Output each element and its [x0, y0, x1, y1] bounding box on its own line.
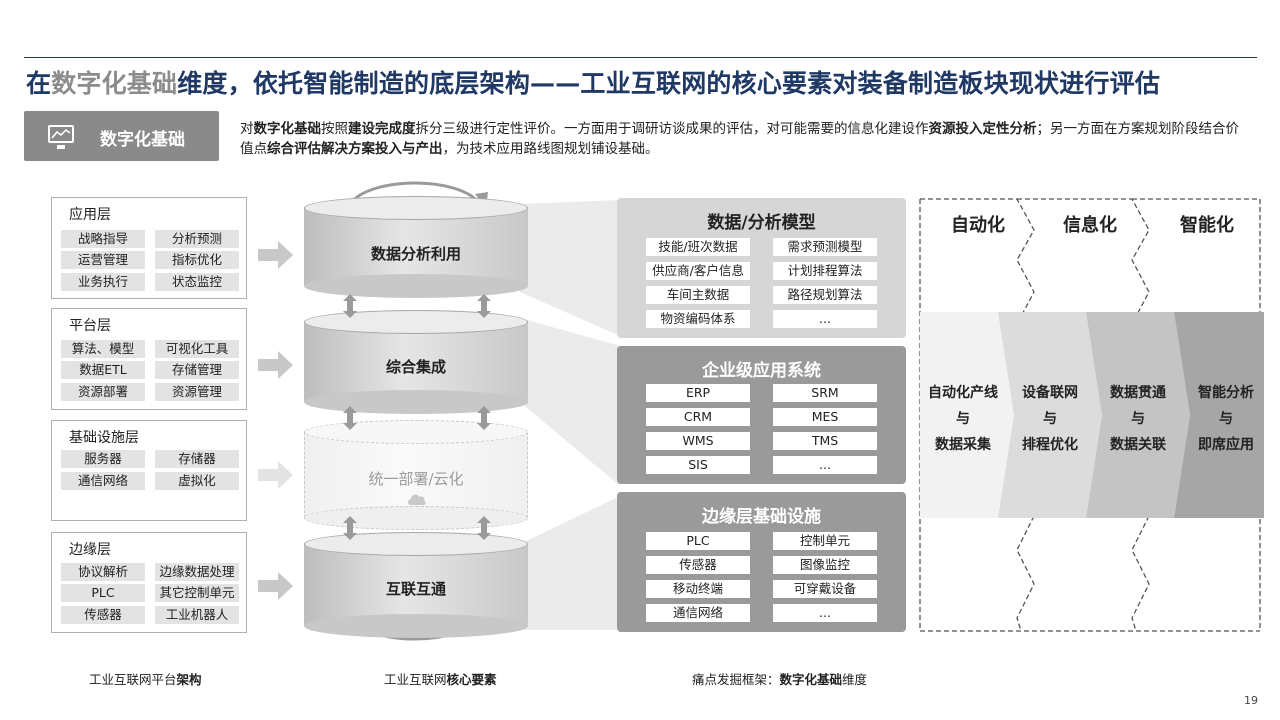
chevron-band: [920, 312, 1264, 518]
layer-item: 存储器: [155, 450, 239, 468]
layer-platform: 平台层 算法、模型 可视化工具 数据ETL 存储管理 资源部署 资源管理: [51, 308, 247, 410]
layer-item: 虚拟化: [155, 472, 239, 490]
cylinder-interconnect: 互联互通: [304, 532, 528, 638]
layer-item: 工业机器人: [155, 606, 239, 624]
layer-item: 资源部署: [61, 383, 145, 401]
panel-item: 移动终端: [646, 580, 750, 598]
page-number: 19: [1244, 694, 1258, 707]
panel-item: 车间主数据: [646, 286, 750, 304]
panel-item: PLC: [646, 532, 750, 550]
panel-edge-infra: 边缘层基础设施 PLC 控制单元 传感器 图像监控 移动终端 可穿戴设备 通信网…: [617, 492, 906, 632]
panel-item: ...: [773, 456, 877, 474]
layer-application: 应用层 战略指导 分析预测 运营管理 指标优化 业务执行 状态监控: [51, 197, 247, 299]
panel-item: 计划排程算法: [773, 262, 877, 280]
layer-item: 可视化工具: [155, 340, 239, 358]
double-arrow-icon: [477, 406, 491, 430]
double-arrow-icon: [343, 294, 357, 318]
chevron-stage-2: 设备联网与排程优化: [1022, 385, 1078, 453]
cylinder-integration: 综合集成: [304, 310, 528, 414]
panel-item: ERP: [646, 384, 750, 402]
layer-item: 存储管理: [155, 361, 239, 379]
double-arrow-icon: [477, 294, 491, 318]
layer-title: 平台层: [69, 318, 111, 334]
layer-item: PLC: [61, 584, 145, 602]
caption-core-elements: 工业互联网核心要素: [384, 672, 497, 687]
panel-item: CRM: [646, 408, 750, 426]
cylinder-panel-connectors: [520, 200, 620, 630]
page-title: 在数字化基础维度，依托智能制造的底层架构——工业互联网的核心要素对装备制造板块现…: [26, 69, 1161, 98]
double-arrow-icon: [343, 406, 357, 430]
panel-item: 供应商/客户信息: [646, 262, 750, 280]
panel-item: ...: [773, 310, 877, 328]
panel-item: 可穿戴设备: [773, 580, 877, 598]
stage-header-intelligence: 智能化: [1180, 215, 1234, 236]
double-arrow-icon: [343, 516, 357, 540]
panel-item: MES: [773, 408, 877, 426]
panel-item: TMS: [773, 432, 877, 450]
layer-item: 其它控制单元: [155, 584, 239, 602]
top-rule: [24, 57, 1257, 58]
monitor-chart-icon: [48, 125, 74, 149]
panel-title: 企业级应用系统: [702, 361, 821, 381]
layer-item: 指标优化: [155, 251, 239, 269]
panel-enterprise-apps: 企业级应用系统 ERP SRM CRM MES WMS TMS SIS ...: [617, 346, 906, 484]
cylinder-cloud-deploy: 统一部署/云化: [304, 420, 528, 530]
layer-item: 服务器: [61, 450, 145, 468]
layer-item: 边缘数据处理: [155, 563, 239, 581]
panel-item: 需求预测模型: [773, 238, 877, 256]
layer-item: 分析预测: [155, 230, 239, 248]
dimension-tag-label: 数字化基础: [100, 130, 185, 150]
cylinder-label: 互联互通: [385, 580, 446, 598]
layer-item: 通信网络: [61, 472, 145, 490]
layer-item: 资源管理: [155, 383, 239, 401]
panel-item: SRM: [773, 384, 877, 402]
intro-paragraph: 对数字化基础按照建设完成度拆分三级进行定性评价。一方面用于调研访谈成果的评估，对…: [240, 121, 1239, 157]
panel-item: 图像监控: [773, 556, 877, 574]
chevron-stage-4: 智能分析与即席应用: [1198, 385, 1254, 453]
right-arrow-icon: [258, 241, 293, 269]
layer-title: 基础设施层: [69, 430, 139, 446]
cloud-icon: [408, 494, 426, 505]
panel-item: ...: [773, 604, 877, 622]
layer-infrastructure: 基础设施层 服务器 存储器 通信网络 虚拟化: [51, 420, 247, 521]
panel-title: 数据/分析模型: [707, 213, 816, 233]
layer-edge: 边缘层 协议解析 边缘数据处理 PLC 其它控制单元 传感器 工业机器人: [51, 532, 247, 633]
cylinder-data-analysis: 数据分析利用: [304, 196, 528, 298]
layer-item: 算法、模型: [61, 340, 145, 358]
panel-data-models: 数据/分析模型 技能/班次数据 需求预测模型 供应商/客户信息 计划排程算法 车…: [617, 198, 906, 338]
cylinder-label: 数据分析利用: [370, 245, 461, 263]
panel-item: 通信网络: [646, 604, 750, 622]
chevron-stage-3: 数据贯通与数据关联: [1110, 385, 1166, 453]
panel-item: 技能/班次数据: [646, 238, 750, 256]
panel-title: 边缘层基础设施: [702, 507, 821, 527]
panel-item: 路径规划算法: [773, 286, 877, 304]
chevron-stage-1: 自动化产线与数据采集: [928, 385, 998, 453]
right-arrow-icon: [258, 572, 293, 600]
layer-item: 协议解析: [61, 563, 145, 581]
dimension-tag: 数字化基础: [24, 111, 219, 161]
right-arrow-icon: [258, 351, 293, 379]
panel-item: SIS: [646, 456, 750, 474]
double-arrow-icon: [477, 516, 491, 540]
layer-item: 数据ETL: [61, 361, 145, 379]
layer-item: 传感器: [61, 606, 145, 624]
layer-item: 业务执行: [61, 273, 145, 291]
cylinder-label: 统一部署/云化: [368, 470, 464, 488]
stage-header-informatization: 信息化: [1063, 215, 1117, 236]
right-arrow-icon: [258, 461, 293, 489]
layer-item: 状态监控: [155, 273, 239, 291]
stage-header-automation: 自动化: [951, 215, 1005, 236]
layer-item: 战略指导: [61, 230, 145, 248]
cylinder-label: 综合集成: [385, 358, 446, 376]
caption-platform-architecture: 工业互联网平台架构: [89, 672, 202, 687]
layer-title: 应用层: [69, 207, 111, 223]
panel-item: WMS: [646, 432, 750, 450]
panel-item: 控制单元: [773, 532, 877, 550]
layer-title: 边缘层: [69, 542, 111, 558]
caption-pain-point-framework: 痛点发掘框架：数字化基础维度: [692, 672, 868, 687]
panel-item: 物资编码体系: [646, 310, 750, 328]
layer-item: 运营管理: [61, 251, 145, 269]
panel-item: 传感器: [646, 556, 750, 574]
